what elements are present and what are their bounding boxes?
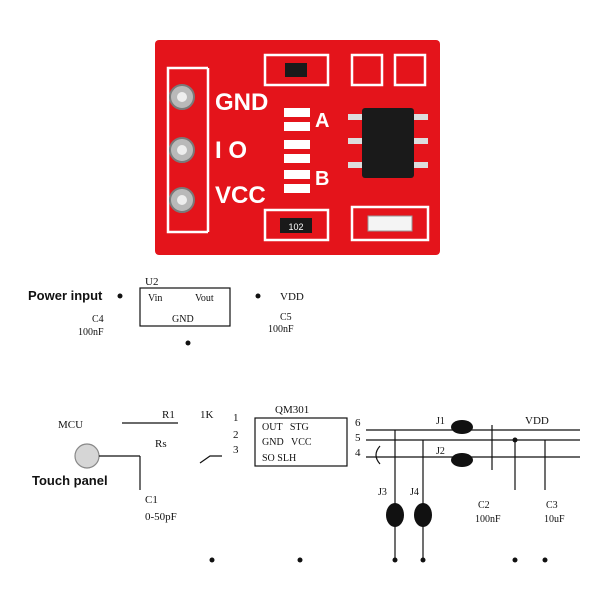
ground-node [420,557,426,563]
header-outline [166,66,208,234]
r1-label: R1 [162,409,175,421]
c4-value: 100nF [78,327,104,338]
j4-label: J4 [410,487,419,498]
ground-node [542,557,548,563]
ic-row3: SO SLH [262,453,296,464]
schematic-power: Power input U2 Vin Vout GND VDD C4 100nF… [28,276,304,346]
touch-panel-label: Touch panel [32,473,108,488]
pad-b-top [284,170,310,179]
vdd-right-label: VDD [525,415,549,427]
power-input-label: Power input [28,288,103,303]
c5-value: 100nF [268,324,294,335]
j1-jumper [451,420,473,434]
bottom-resistor [280,218,312,233]
resistor-marking: 102 [288,222,303,232]
pin-3: 3 [233,444,239,456]
touch-panel-icon [74,443,100,469]
u2-gnd: GND [172,314,194,325]
c2-value: 100nF [475,514,501,525]
c1-label: C1 [145,494,158,506]
chip-pin [348,138,362,144]
c5-label: C5 [280,312,292,323]
led-component [367,215,413,232]
led-outline [350,205,430,242]
pcb-label-a: A [315,110,329,132]
j2-label: J2 [436,446,445,457]
ic-row2: GND VCC [262,437,312,448]
vdd-top-label: VDD [280,291,304,303]
pcb-label-gnd: GND [215,89,268,116]
ground-node [512,557,518,563]
ic-row1: OUT STG [262,422,309,433]
j4-jumper [414,503,432,527]
u2-label: U2 [145,276,158,288]
pad-mid-top [284,140,310,149]
pin-io-hole [177,145,187,155]
crossover-arc [375,445,381,465]
top-pad-left [350,53,384,87]
pcb-board: GND I O VCC A B 102 [155,40,440,255]
r1-value: 1K [200,409,214,421]
chip-pin [348,114,362,120]
u2-vin: Vin [148,293,162,304]
pin3-connection [199,455,222,464]
pin-vcc-hole [177,195,187,205]
bottom-component-outline [263,208,330,242]
pad-mid-bottom [284,154,310,163]
j2-jumper [451,453,473,467]
j3-label: J3 [378,487,387,498]
u2-gnd-node [185,340,191,346]
pad-a-top [284,108,310,117]
qm301-box [254,417,348,467]
c3-value: 10uF [544,514,565,525]
power-input-node [117,293,123,299]
j3-jumper [386,503,404,527]
pin-6: 6 [355,417,361,429]
chip-pin [414,138,428,144]
c2-label: C2 [478,500,490,511]
top-component-outline [263,53,330,87]
pcb-label-io: I O [215,137,247,164]
pcb-label-vcc: VCC [215,182,266,209]
ground-node [392,557,398,563]
ic-name: QM301 [275,404,309,416]
ground-node [209,557,215,563]
pin-2: 2 [233,429,239,441]
chip-pin [414,114,428,120]
pin-gnd-hole [177,92,187,102]
pad-a-bottom [284,122,310,131]
chip-pin [348,162,362,168]
pad-b-bottom [284,184,310,193]
mcu-label: MCU [58,419,83,431]
schematic-touch: MCU R1 1K Rs Touch panel C1 0-50pF 1 2 3… [32,404,580,563]
pin-1: 1 [233,412,239,424]
c4-label: C4 [92,314,104,325]
pin-5: 5 [355,432,361,444]
pin-4: 4 [355,447,361,459]
rs-label: Rs [155,438,167,450]
chip-pin [414,162,428,168]
u2-box [139,287,231,327]
top-pad-right [393,53,427,87]
vdd-node [255,293,261,299]
chip-body [362,108,414,178]
ground-node [297,557,303,563]
j1-label: J1 [436,416,445,427]
c3-label: C3 [546,500,558,511]
pcb-label-b: B [315,168,329,190]
top-resistor [285,63,307,77]
u2-vout: Vout [195,293,214,304]
c1-value: 0-50pF [145,511,177,523]
